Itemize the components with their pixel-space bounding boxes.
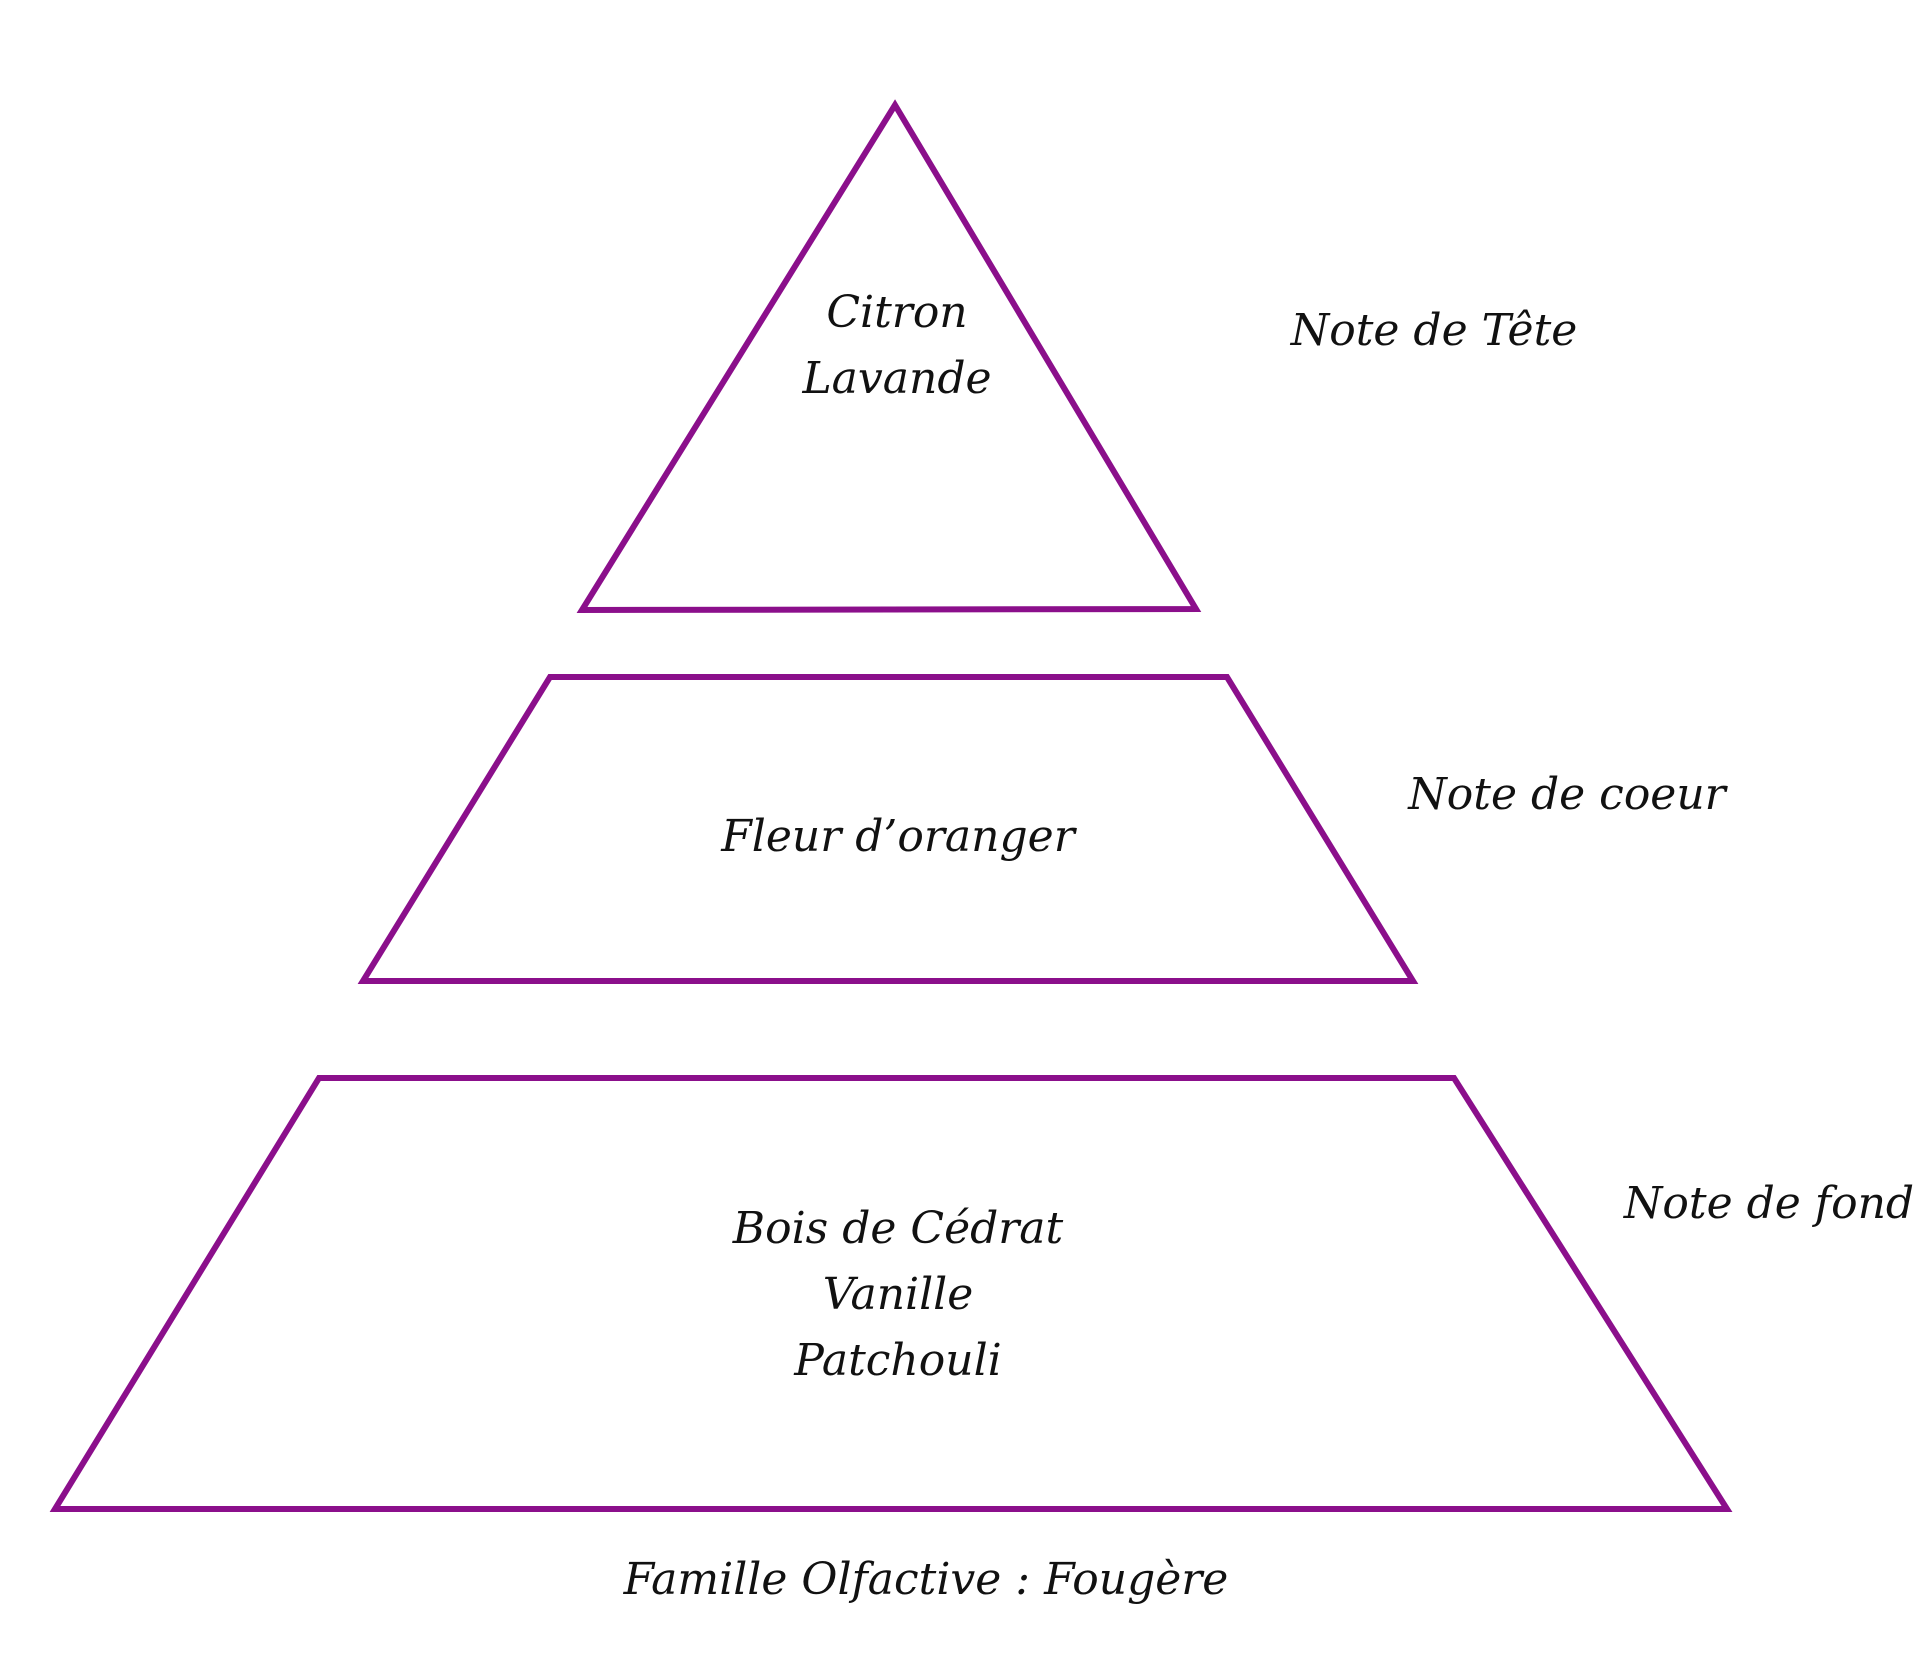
top-tier-label: Note de Tête (1290, 305, 1578, 356)
base-tier-label: Note de fond (1623, 1178, 1914, 1229)
top-note-2: Lavande (801, 353, 991, 404)
base-tier-trapezoid (49, 1075, 1733, 1512)
top-tier-triangle (576, 99, 1202, 614)
heart-note-1: Fleur d’oranger (720, 811, 1077, 862)
top-note-1: Citron (826, 287, 967, 338)
heart-tier-label: Note de coeur (1407, 769, 1728, 820)
olfactive-family-caption: Famille Olfactive : Fougère (623, 1554, 1229, 1605)
base-note-2: Vanille (823, 1269, 974, 1320)
base-note-3: Patchouli (793, 1335, 1002, 1386)
heart-tier-trapezoid (357, 674, 1419, 984)
base-note-1: Bois de Cédrat (732, 1203, 1064, 1254)
